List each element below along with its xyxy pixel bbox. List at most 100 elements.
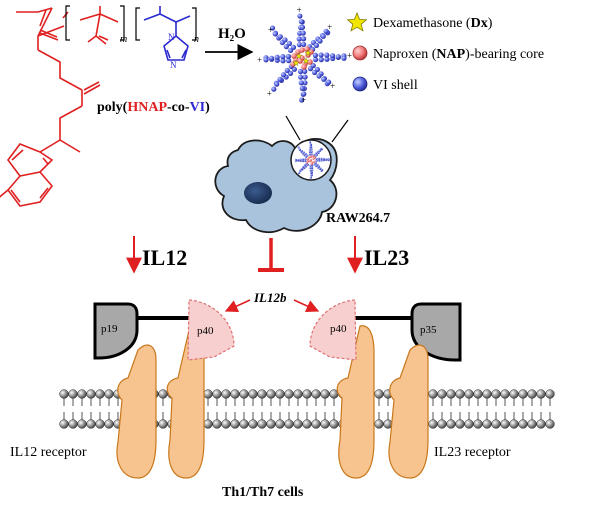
vi-shell-bead — [310, 174, 313, 177]
p35-label: p35 — [420, 324, 437, 336]
positive-charge-icon: + — [347, 51, 352, 61]
vi-shell-bead — [294, 159, 297, 162]
p19-subunit — [93, 302, 139, 360]
lipid-head — [473, 389, 483, 399]
naproxen-core-bead — [308, 160, 312, 163]
vi-shell-bead — [309, 166, 312, 170]
vi-shell-bead — [304, 160, 307, 163]
vi-shell-bead — [286, 58, 292, 64]
internalized-micelle — [294, 141, 330, 179]
vi-shell-bead — [335, 54, 341, 60]
lipid-head — [239, 419, 249, 429]
lipid-head — [446, 389, 456, 399]
vi-shell-bead — [280, 54, 286, 60]
lipid-head — [491, 389, 501, 399]
naproxen-core-bead — [313, 160, 316, 163]
vi-shell-bead — [318, 52, 324, 58]
vi-shell-bead — [285, 53, 292, 60]
vi-shell-bead — [302, 74, 308, 80]
lipid-head — [545, 419, 555, 429]
lipid-head — [329, 419, 339, 429]
lipid-head — [275, 389, 285, 399]
il12b-to-p40-left-arrow — [224, 299, 251, 313]
lipid-head — [464, 419, 474, 429]
positive-charge-icon: + — [267, 89, 272, 99]
vi-shell-bead — [302, 68, 308, 74]
lipid-head — [374, 389, 384, 399]
vi-shell-bead — [322, 157, 325, 161]
subscript-n: n — [194, 34, 199, 45]
lipid-head — [527, 389, 537, 399]
vi-shell-bead — [298, 171, 301, 175]
vi-shell-bead — [296, 36, 302, 42]
lipid-head — [293, 419, 303, 429]
vi-shell-bead — [310, 148, 313, 151]
vi-shell-bead — [317, 151, 320, 154]
lipid-head — [104, 419, 114, 429]
lipid-head — [437, 389, 447, 399]
vi-shell-bead — [325, 158, 328, 161]
vi-shell-bead — [329, 53, 336, 59]
vi-nitrogen-n2: N — [170, 60, 177, 70]
vi-shell-bead — [272, 31, 278, 37]
naproxen-core-bead — [299, 47, 305, 53]
callout-line-right — [331, 119, 349, 143]
vi-shell-bead — [298, 74, 304, 80]
lipid-head — [248, 419, 258, 429]
vi-shell-bead — [299, 85, 305, 91]
vi-shell-bead — [311, 166, 314, 170]
vi-shell-bead — [309, 169, 312, 172]
vi-shell-bead — [309, 176, 312, 179]
lipid-head — [311, 389, 321, 399]
vi-shell-bead — [271, 86, 277, 92]
lipid-head — [536, 419, 546, 429]
cell-label: RAW264.7 — [326, 211, 390, 226]
p35-subunit — [410, 302, 462, 362]
vi-shell-bead — [320, 159, 323, 162]
lipid-head — [500, 389, 510, 399]
vi-shell-bead — [321, 76, 327, 82]
lipid-head — [446, 419, 456, 429]
il12b-gene-label: IL12b — [253, 290, 287, 305]
lipid-head — [158, 419, 168, 429]
vi-shell-bead — [310, 171, 313, 174]
vi-shell-bead — [324, 56, 330, 62]
vi-shell-bead — [298, 80, 304, 86]
vi-shell-bead — [297, 13, 303, 19]
lipid-head — [509, 419, 519, 429]
lipid-head — [491, 419, 501, 429]
vi-shell-bead — [319, 167, 322, 171]
vi-shell-bead — [310, 146, 313, 149]
vi-shell-bead — [317, 38, 323, 44]
lipid-head — [518, 389, 528, 399]
lipid-head — [455, 389, 465, 399]
p40-left-subunit — [187, 299, 235, 361]
vi-shell-bead — [315, 157, 318, 160]
vi-shell-bead — [307, 66, 314, 72]
vi-shell-bead — [300, 41, 307, 48]
lipid-head — [212, 389, 222, 399]
lipid-head — [257, 419, 267, 429]
vi-shell-bead — [309, 141, 312, 144]
il12b-to-p40-right-arrow — [293, 299, 320, 313]
vi-shell-bead — [300, 167, 303, 171]
positive-charge-icon: + — [257, 55, 262, 65]
lipid-head — [464, 389, 474, 399]
vi-shell-bead — [280, 72, 287, 78]
lipid-head — [221, 419, 231, 429]
vi-shell-bead — [302, 165, 305, 169]
cell-nucleus — [244, 182, 272, 204]
lipid-head — [284, 389, 294, 399]
vi-shell-bead — [327, 159, 330, 162]
lipid-head — [230, 419, 240, 429]
vi-shell-bead — [301, 36, 307, 42]
vi-shell-bead — [323, 28, 329, 34]
vi-shell-bead — [311, 69, 318, 76]
lipid-head — [248, 389, 258, 399]
il23-label: IL23 — [364, 245, 409, 270]
lipid-head — [104, 389, 114, 399]
lipid-head — [428, 389, 438, 399]
lipid-head — [275, 419, 285, 429]
vi-shell-bead — [306, 154, 309, 157]
lipid-head — [77, 419, 87, 429]
